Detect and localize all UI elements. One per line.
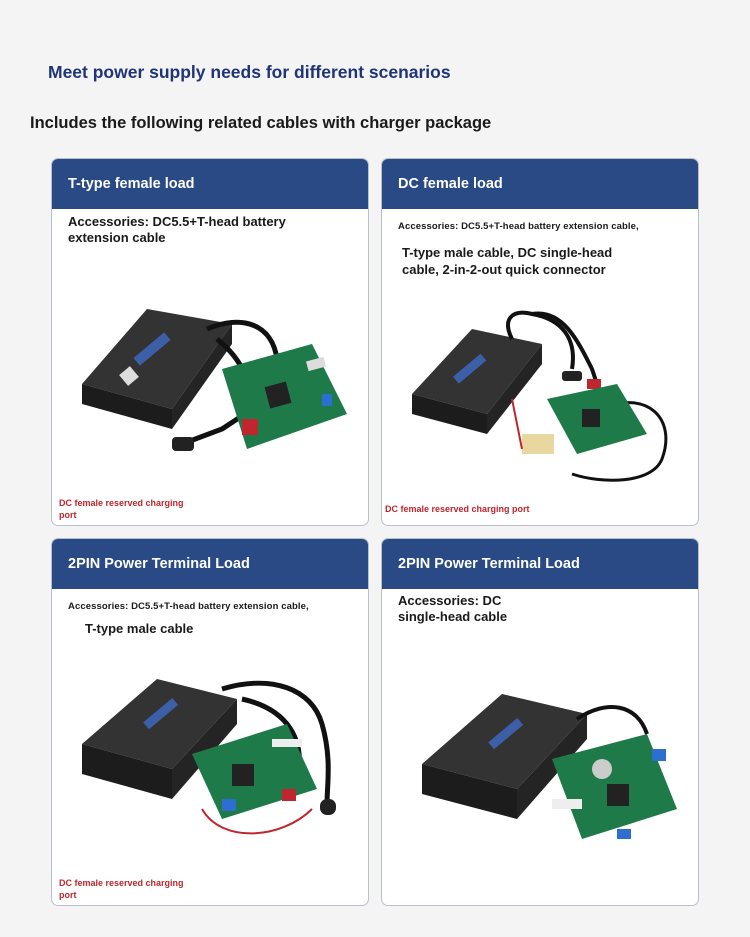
note-charging-port: DC female reserved charging [59,498,184,508]
accessories-text: Accessories: DC5.5+T-head battery extens… [398,221,639,232]
product-photo-battery-pcb [422,694,677,839]
page-headline: Meet power supply needs for different sc… [48,62,451,82]
card-t-type-female-load: T-type female load Accessories: DC5.5+T-… [51,158,369,526]
note-charging-port-line2: port [59,890,77,900]
product-photo-battery-pcb [82,309,347,451]
accessories-text-line2: extension cable [68,230,166,245]
note-charging-port-line2: port [59,510,77,520]
card-title: DC female load [382,159,698,209]
product-photo-battery-pcb [412,310,668,482]
card-2pin-power-terminal-load-dc: 2PIN Power Terminal Load Accessories: DC… [381,538,699,906]
accessories-text-line3: cable, 2-in-2-out quick connector [402,262,606,277]
card-title: 2PIN Power Terminal Load [52,539,368,589]
accessories-text: Accessories: DC [398,593,502,608]
accessories-text-line2: T-type male cable, DC single-head [402,245,613,260]
note-charging-port: DC female reserved charging [59,878,184,888]
note-charging-port: DC female reserved charging port [385,504,530,514]
card-title: T-type female load [52,159,368,209]
accessories-text-line2: single-head cable [398,609,508,624]
page-subhead: Includes the following related cables wi… [30,114,492,132]
card-title: 2PIN Power Terminal Load [382,539,698,589]
card-dc-female-load: DC female load Accessories: DC5.5+T-head… [381,158,699,526]
accessories-text-line2: T-type male cable [85,621,194,636]
accessories-text: Accessories: DC5.5+T-head battery [68,214,286,229]
accessories-text: Accessories: DC5.5+T-head battery extens… [68,601,309,612]
product-photo-battery-pcb [82,679,336,835]
card-2pin-power-terminal-load: 2PIN Power Terminal Load Accessories: DC… [51,538,369,906]
